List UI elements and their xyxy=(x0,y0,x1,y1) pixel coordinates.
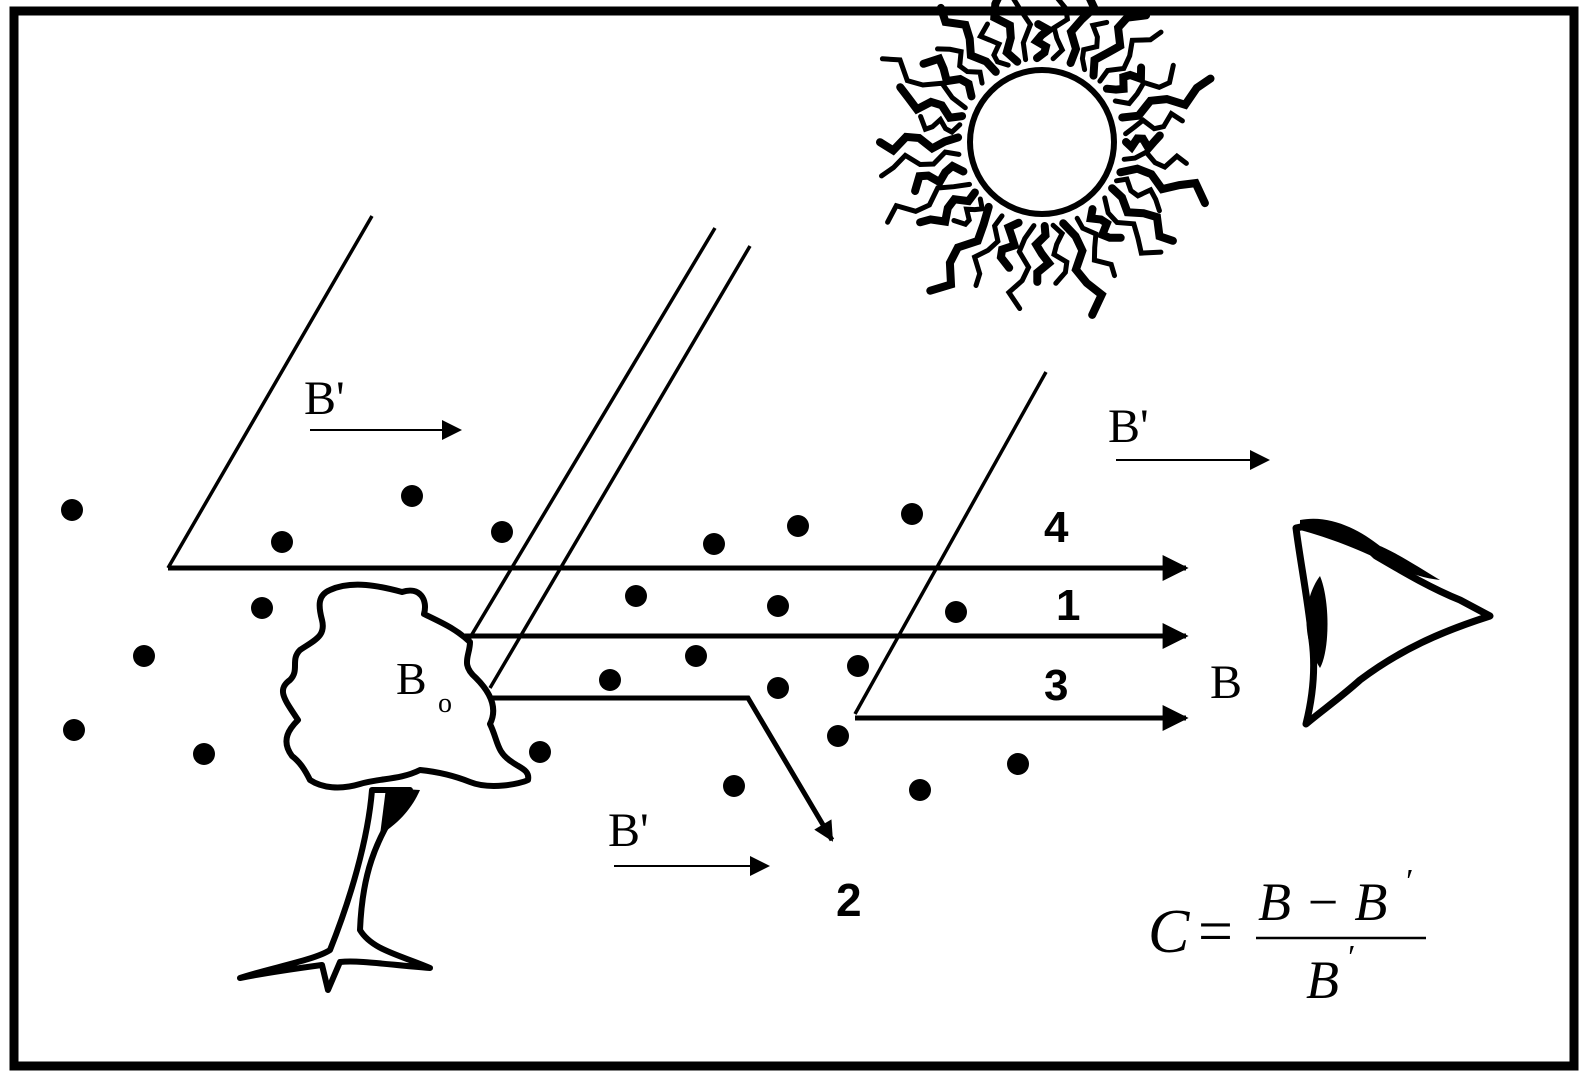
sun-ray xyxy=(1114,176,1162,214)
ray-3-number: 3 xyxy=(1044,661,1068,710)
particle-dot xyxy=(133,645,155,667)
tree-icon xyxy=(237,581,532,993)
sun-ray xyxy=(1097,29,1164,84)
b-prime-upper-left: B' xyxy=(304,372,462,440)
sun-ray xyxy=(1116,164,1209,208)
sun-ray xyxy=(1122,131,1164,156)
sun-ray xyxy=(1121,149,1189,170)
contrast-formula: C = B − B ′ B ′ xyxy=(1148,863,1426,1010)
sun-ray xyxy=(936,3,1000,76)
particle-dot xyxy=(401,485,423,507)
sun-ray xyxy=(1123,110,1185,137)
b-observed-label: B xyxy=(1210,656,1242,709)
b-prime-upper-right-label: B' xyxy=(1108,400,1149,453)
formula-equals: = xyxy=(1198,898,1233,966)
incident-rays xyxy=(166,215,1048,715)
sun-ray xyxy=(876,132,963,156)
sun-ray xyxy=(1031,222,1055,286)
particle-dot xyxy=(193,743,215,765)
formula-lhs: C xyxy=(1148,898,1190,966)
sun-ray xyxy=(879,149,962,179)
particle-dot xyxy=(1007,753,1029,775)
particle-dot xyxy=(909,779,931,801)
sun-icon xyxy=(876,0,1215,319)
sun-ray xyxy=(916,188,979,227)
particle-dot xyxy=(529,741,551,763)
particle-dot xyxy=(685,645,707,667)
formula-denominator-prime: ′ xyxy=(1346,939,1354,976)
particle-dot xyxy=(599,669,621,691)
sun-ray xyxy=(1118,74,1215,122)
sun-ray xyxy=(1112,62,1176,107)
particle-dot xyxy=(901,503,923,525)
particle-dot xyxy=(703,533,725,555)
sun-ray xyxy=(1030,20,1056,63)
ray-2-line xyxy=(490,695,835,842)
particle-dot xyxy=(63,719,85,741)
particle-dot xyxy=(491,521,513,543)
sun-ray xyxy=(951,196,986,228)
ray-diagonal-2 xyxy=(488,245,752,689)
sun-ray xyxy=(919,53,976,101)
particle-dot xyxy=(723,775,745,797)
particles xyxy=(61,485,1029,801)
horizontal-rays xyxy=(168,555,1189,842)
sun-ray xyxy=(911,161,968,195)
sun-ray xyxy=(918,114,963,136)
ray-4-number: 4 xyxy=(1044,503,1069,552)
formula-denominator: B xyxy=(1306,950,1339,1010)
ray-diagonal-3 xyxy=(853,371,1048,715)
ray-2-number: 2 xyxy=(836,874,862,926)
particle-dot xyxy=(847,655,869,677)
sun-ray xyxy=(1086,205,1125,242)
ray-diagonal-1 xyxy=(463,227,717,647)
sun-ray xyxy=(896,83,967,122)
ray-diagonal-4 xyxy=(166,215,374,569)
sun-ray xyxy=(1059,219,1107,319)
b-object-subscript: o xyxy=(438,688,452,719)
sun-ray xyxy=(885,181,972,225)
tree-shadow xyxy=(380,788,420,835)
sun-ray xyxy=(1089,11,1151,80)
b-prime-lower-label: B' xyxy=(608,804,649,857)
sun-ray xyxy=(926,202,993,295)
b-prime-upper-left-label: B' xyxy=(304,372,345,425)
ray-1-number: 1 xyxy=(1056,581,1080,630)
b-prime-lower: B' xyxy=(608,804,770,876)
particle-dot xyxy=(61,499,83,521)
particle-dot xyxy=(827,725,849,747)
particle-dot xyxy=(787,515,809,537)
sun-ray xyxy=(1102,63,1146,94)
particle-dot xyxy=(625,585,647,607)
sun-ray xyxy=(1050,0,1071,62)
sun-ray xyxy=(879,56,968,111)
sun-ray xyxy=(990,0,1022,66)
particle-dot xyxy=(767,595,789,617)
sun-ray xyxy=(1079,19,1110,73)
particle-dot xyxy=(271,531,293,553)
sun-ray xyxy=(1108,184,1177,245)
sun-ray xyxy=(971,213,1005,288)
sun-ray xyxy=(1011,0,1034,63)
b-prime-upper-right: B' xyxy=(1108,400,1270,470)
particle-dot xyxy=(767,677,789,699)
sun-ray xyxy=(1005,223,1037,311)
sun-ray xyxy=(1066,0,1100,67)
formula-numerator: B − B xyxy=(1258,872,1387,932)
sun-ray xyxy=(976,21,1011,68)
sun-ray xyxy=(996,218,1023,272)
sun-ray xyxy=(1050,222,1070,286)
particle-dot xyxy=(945,601,967,623)
formula-numerator-prime: ′ xyxy=(1404,863,1412,900)
b-object-label: B xyxy=(396,653,427,704)
sun-ray xyxy=(1102,195,1164,256)
eye-icon xyxy=(1292,518,1494,728)
particle-dot xyxy=(251,597,273,619)
sun-ray xyxy=(935,46,985,86)
sun-ray xyxy=(1074,215,1117,279)
